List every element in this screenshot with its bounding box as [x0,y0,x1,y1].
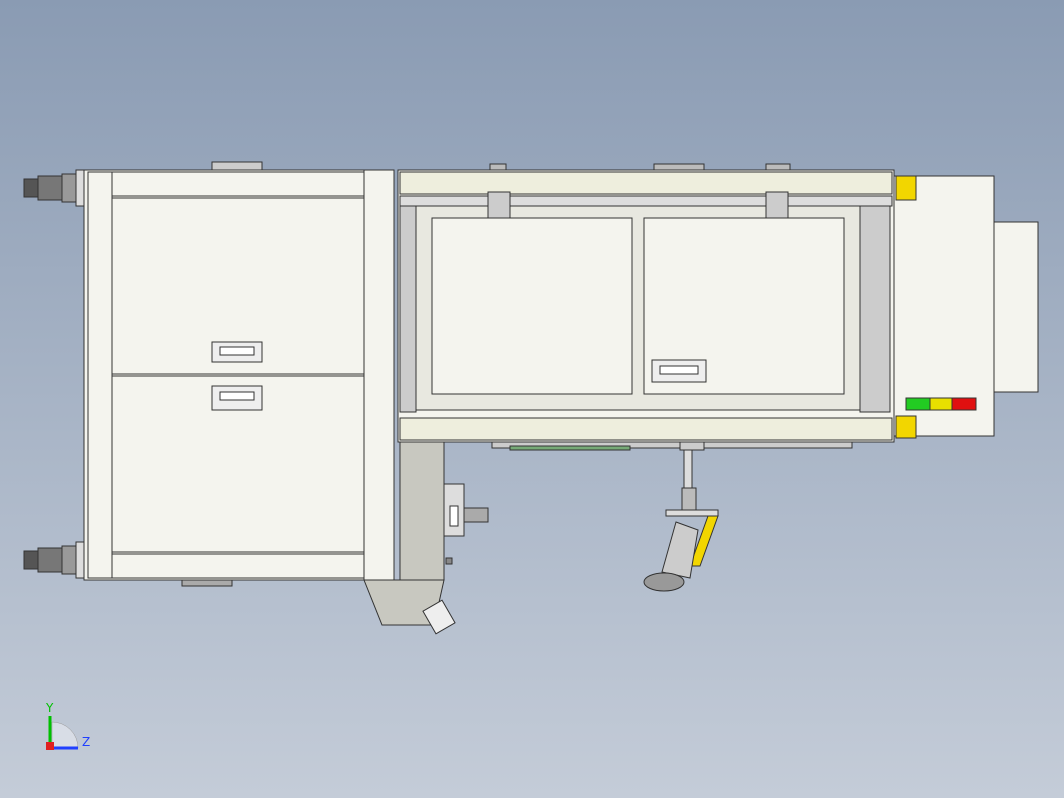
right-end [893,175,1039,439]
window-left [431,217,633,395]
coordinate-triad: Y Z [45,701,90,750]
hinge [765,191,789,219]
y-axis-label: Y [45,701,54,715]
signal-light [905,397,977,411]
hopper [363,441,489,635]
signal-green [905,397,931,411]
main-housing [397,163,895,451]
signal-red [951,397,977,411]
sensor-arm [643,441,719,592]
yellow-block [895,415,917,439]
signal-yellow [929,397,953,411]
caster-bottom [23,541,87,579]
left-cabinet [83,161,395,587]
hinge [487,191,511,219]
caster-top [23,169,87,207]
yellow-block [895,175,917,201]
z-axis-label: Z [82,735,90,749]
